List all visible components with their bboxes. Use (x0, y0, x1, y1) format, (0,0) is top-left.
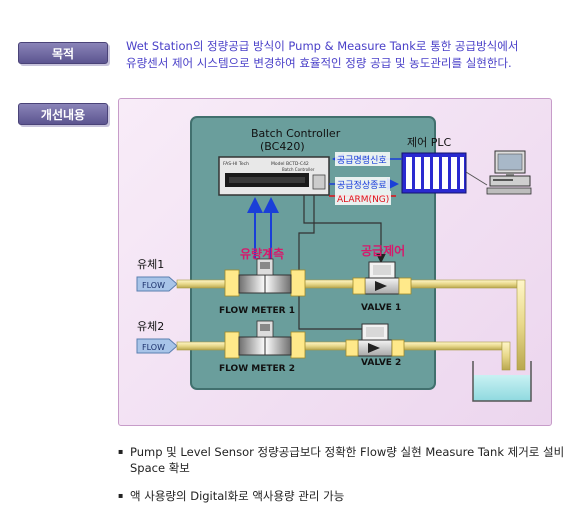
controller-title: Batch Controller (251, 127, 341, 140)
note-item-1: Pump 및 Level Sensor 정량공급보다 정확한 Flow량 실현 … (118, 444, 577, 476)
valve-1 (352, 261, 412, 295)
valve-1-label: VALVE 1 (361, 303, 401, 313)
flow-tag-1: FLOW (136, 276, 178, 292)
supply-control-label: 공급제어 (361, 243, 405, 258)
valve1-control-wire (303, 195, 382, 262)
device-brand: FAS-HI Tech (223, 161, 249, 167)
flow-tag-1-text: FLOW (142, 281, 165, 290)
device-subtitle: Batch Controller (282, 167, 315, 172)
computer-icon (486, 150, 532, 195)
note-item-2: 액 사용량의 Digital화로 액사용량 관리 가능 (118, 488, 577, 504)
fluid1-label: 유체1 (137, 258, 164, 271)
improvement-badge-label: 개선내용 (40, 107, 86, 122)
batch-controller-device: FAS-HI Tech Model BCTD-C42 Batch Control… (218, 156, 330, 196)
supply-complete-label: 공급정상종료 (337, 180, 387, 191)
diagram-panel: Batch Controller (BC420) FAS-HI Tech Mod… (118, 98, 552, 426)
flow-meter-2-label: FLOW METER 2 (219, 364, 295, 374)
purpose-line-1: Wet Station의 정량공급 방식이 Pump & Measure Tan… (126, 39, 519, 53)
purpose-badge-label: 목적 (51, 46, 75, 61)
purpose-line-2: 유량센서 제어 시스템으로 변경하여 효율적인 정량 공급 및 농도관리를 실현… (126, 56, 512, 70)
flow-meter-2 (224, 320, 306, 359)
plc-label: 제어 PLC (407, 136, 451, 149)
flow-meter-1-label: FLOW METER 1 (219, 306, 295, 316)
improvement-badge: 개선내용 (18, 103, 108, 125)
notes-list: Pump 및 Level Sensor 정량공급보다 정확한 Flow량 실현 … (118, 444, 577, 504)
supply-tank (472, 361, 532, 402)
device-model-text: Model BCTD-C42 (271, 161, 309, 167)
system-diagram: Batch Controller (BC420) FAS-HI Tech Mod… (136, 116, 532, 402)
flow-tag-2: FLOW (136, 338, 178, 354)
valve-2 (345, 323, 405, 357)
valve-2-label: VALVE 2 (361, 358, 401, 368)
flow-meter-1 (224, 258, 306, 297)
supply-command-label: 공급명령신호 (337, 154, 387, 166)
alarm-label: ALARM(NG) (337, 195, 389, 205)
plc-pc-link (465, 171, 488, 186)
flow-tag-2-text: FLOW (142, 343, 165, 352)
controller-model: (BC420) (260, 140, 305, 153)
plc-unit (401, 152, 467, 194)
purpose-badge: 목적 (18, 42, 108, 64)
purpose-description: Wet Station의 정량공급 방식이 Pump & Measure Tan… (126, 38, 566, 72)
flow-measure-label: 유량계측 (240, 246, 284, 261)
fluid2-label: 유체2 (137, 320, 164, 333)
